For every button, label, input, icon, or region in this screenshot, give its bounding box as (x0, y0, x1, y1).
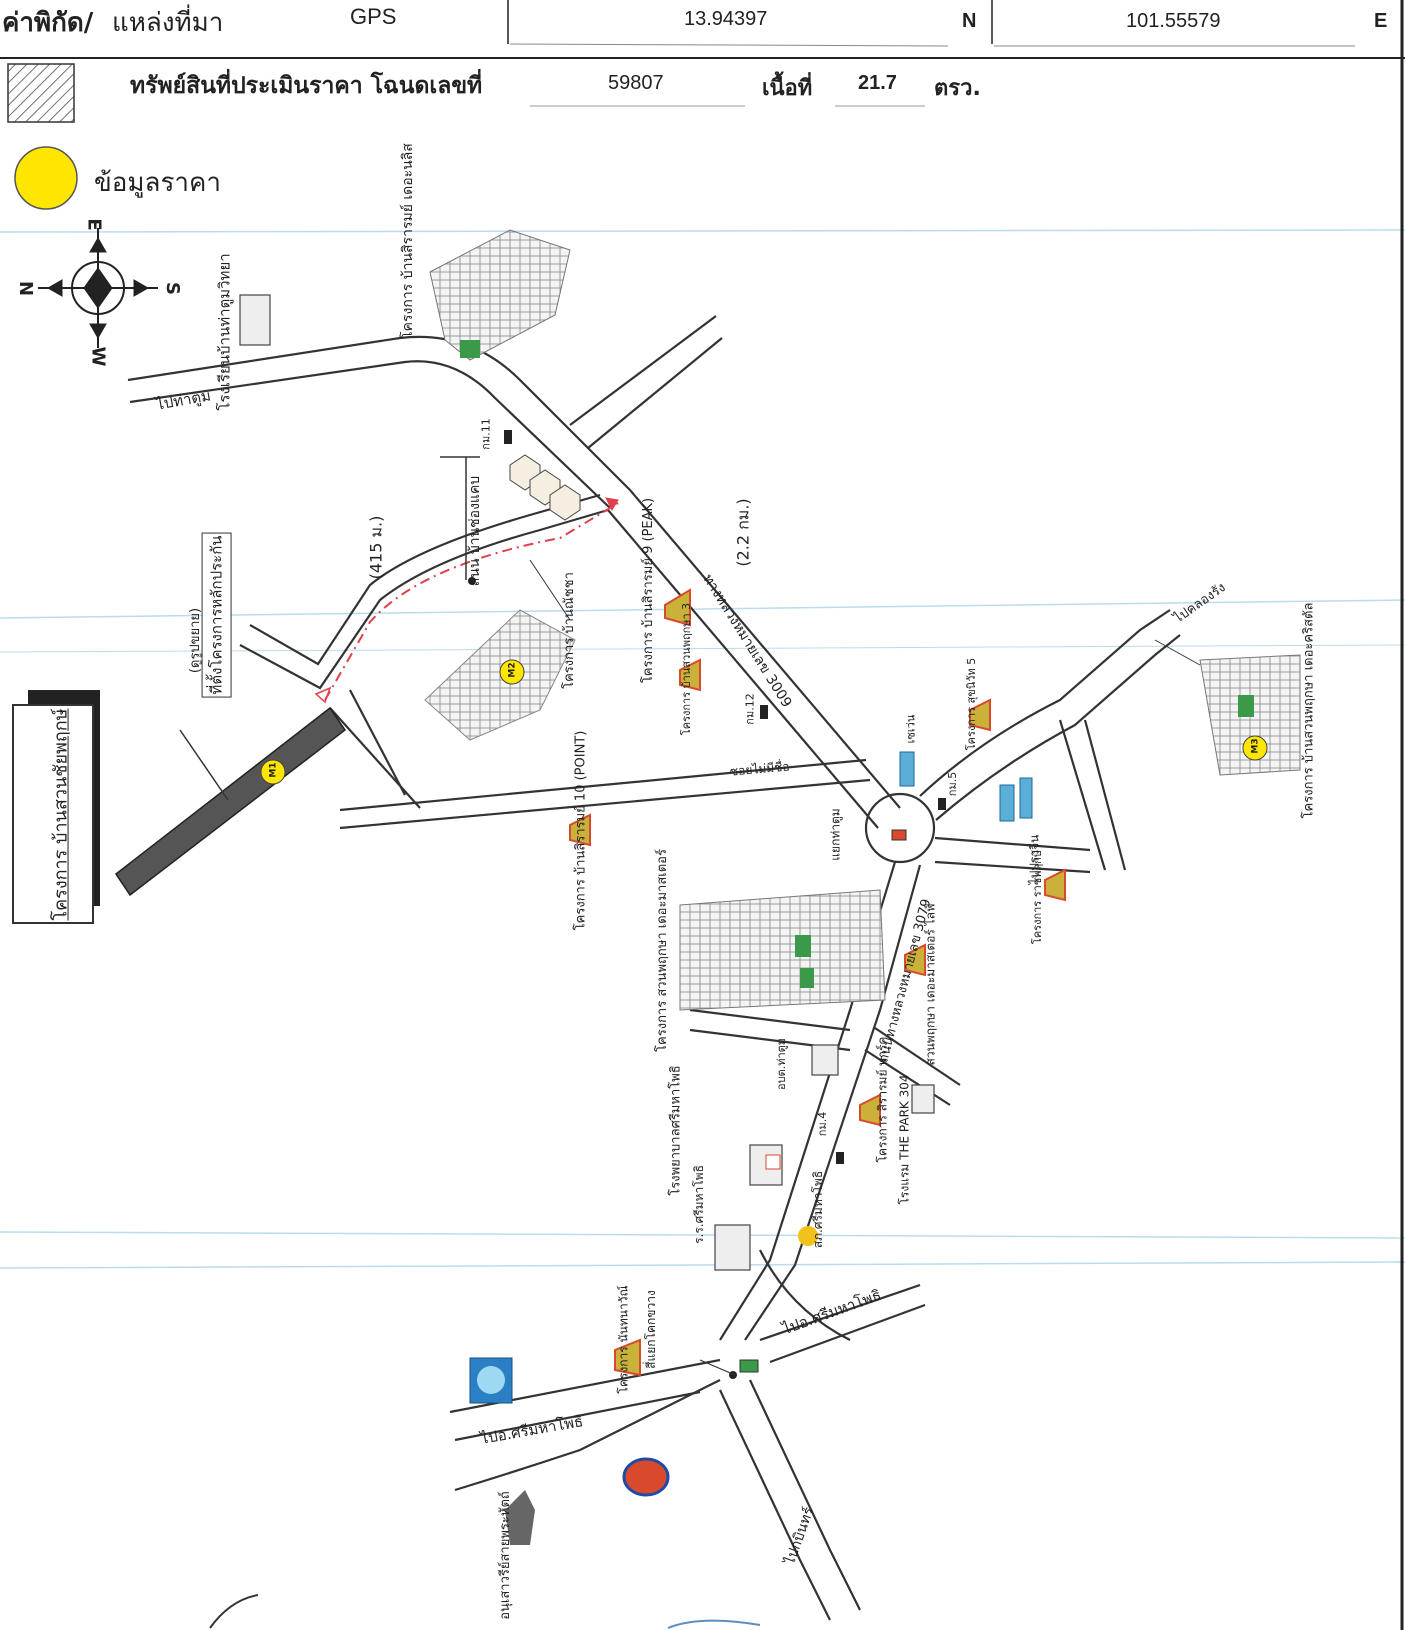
proj-suanpruksa-3-label: โครงการ บ้านสวนพฤกษา 3 (680, 602, 694, 736)
monument-label: อนุเสาวรีย์สายพระหัตถ์ (497, 1491, 513, 1620)
scan-line (0, 599, 1405, 619)
subject-legend-swatch (7, 63, 75, 123)
km-5-label: กม.5 (946, 771, 960, 797)
subject-project-label: โครงการ บ้านสวนชัยพฤกษ์ (50, 708, 72, 921)
proj-park-label: โครงการ สิรารมย์ พาร์ค (875, 1036, 890, 1163)
school-tha-tum-label: โรงเรียนบ้านท่าตูมวิทยา (215, 253, 234, 411)
building-cluster-icon (509, 454, 581, 521)
price-marker-m3 (1242, 735, 1268, 761)
km-12-label: กม.12 (743, 693, 757, 725)
police-label: สภ.ศรีมหาโพธิ (811, 1170, 826, 1249)
price-marker-m2 (499, 659, 525, 685)
hotel-the-park-label: โรงแรม THE PARK 304 (897, 1074, 912, 1205)
proj-master-life-label: สวนพฤกษา เดอะมาสเตอร์ ไลฟ์ (923, 903, 938, 1066)
building-icon (239, 294, 935, 1271)
tambon-office-label: อบต.ท่าตูม (775, 1037, 789, 1091)
scan-line (0, 229, 1405, 233)
area-unit: ตรว. (934, 76, 981, 101)
price-marker-legend (14, 146, 78, 210)
subject-location-sub: (ดูรูปขยาย) (188, 607, 204, 674)
hospital-label: โรงพยาบาลศรีมหาโพธิ (668, 1065, 684, 1196)
area-value: 21.7 (858, 72, 897, 94)
subject-label: ทรัพย์สินที่ประเมินราคา โฉนดเลขที่ (130, 73, 483, 99)
road-network (127, 315, 1181, 1621)
project-block-the-nalis (429, 229, 571, 361)
traffic-light-icon (739, 1359, 759, 1373)
proj-ratchaphruek-label: โครงการ ราชพฤกษ์ (1031, 849, 1045, 945)
price-marker-m1 (260, 759, 286, 785)
seven-eleven-icon (899, 751, 1033, 822)
house-icon (569, 588, 1066, 1377)
traffic-light-icon (891, 829, 907, 841)
gas-station-logo-icon (622, 1457, 670, 1497)
proj-peak-label: โครงการ บ้านสิรารมย์ 9 (PEAK) (641, 497, 657, 684)
proj-siri-5-label: โครงการ สุขนิวัท 5 (965, 657, 979, 751)
subject-parcel (114, 706, 347, 897)
coordinate-header: ค่าพิกัด/ แหล่งที่มา GPS 13.94397 N 101.… (0, 0, 1405, 120)
proj-ban-nancha-label: โครงการ บ้านณัชชา (561, 572, 577, 689)
proj-suanpruksa-chris-label: โครงการ บ้านสวนพฤกษา เดอะคริสตัล (1301, 602, 1317, 819)
distance-2-2km: (2.2 กม.) (733, 498, 753, 567)
seven-eleven-label: เซเว่น (904, 714, 918, 744)
school-srimahaphot-label: ร.ร.ศรีมหาโพธิ (691, 1165, 706, 1244)
compass-icon (38, 228, 158, 348)
subject-location-callout: ที่ตั้งโครงการหลักประกัน (201, 532, 232, 698)
km-11-label: กม.11 (479, 418, 493, 450)
longitude-unit: E (1374, 10, 1388, 32)
monument-icon (505, 1490, 535, 1545)
marker-m2-label: M2 (507, 662, 518, 678)
project-block-master (679, 889, 886, 1011)
police-icon (798, 1226, 818, 1246)
longitude-value: 101.55579 (1126, 10, 1221, 32)
subject-project-box (12, 704, 94, 924)
intersection-tha-tum-label: แยกท่าตูม (828, 808, 843, 861)
compass-west-label: W (87, 346, 109, 367)
proj-the-nalis-label: โครงการ บ้านสิรารมย์ เดอะนลิส (399, 143, 416, 339)
route-to-subject (324, 501, 621, 701)
intersection-khok-wang-label: สี่แยกโคกขวาง (643, 1290, 658, 1369)
source-value: GPS (350, 4, 397, 29)
source-label: แหล่งที่มา (112, 8, 224, 38)
compass-north-label: N (15, 280, 37, 297)
price-legend-label: ข้อมูลราคา (94, 168, 222, 198)
compass-south-label: S (161, 282, 183, 295)
latitude-value: 13.94397 (684, 8, 768, 30)
km-4-label: กม.4 (816, 1111, 830, 1137)
proj-point-label: โครงการ บ้านสิรารมย์ 10 (POINT) (573, 730, 589, 931)
distance-415m: (415 ม.) (366, 515, 386, 580)
coordinate-label: ค่าพิกัด/ (2, 8, 94, 38)
marker-m3-label: M3 (1250, 738, 1261, 754)
compass-east-label: E (83, 218, 105, 231)
marker-m1-label: M1 (268, 762, 279, 778)
area-label: เนื้อที่ (762, 76, 813, 101)
road-ban-chong-khaen: ถนน บ้านช่องแคบ (467, 475, 484, 587)
proj-nanchanan-label: โครงการ นันทนาวัณ์ (616, 1285, 631, 1394)
km-marker-icon (504, 430, 946, 1164)
latitude-unit: N (962, 10, 977, 32)
proj-master-label: โครงการ สวนพฤกษา เดอะมาสเตอร์ (654, 849, 670, 1052)
deed-number: 59807 (608, 72, 664, 94)
bank-label: ธนาคาร (470, 1409, 503, 1419)
